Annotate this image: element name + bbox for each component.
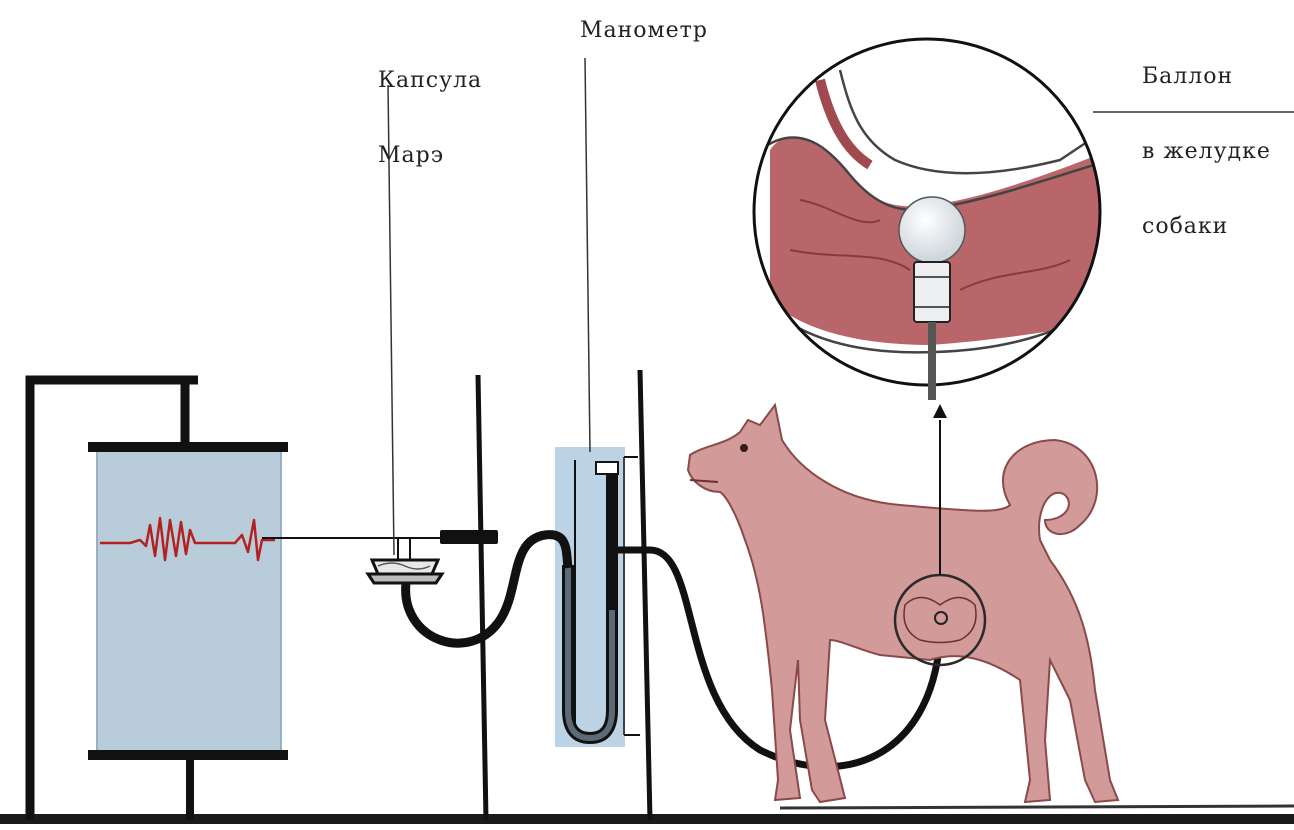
label-capsule-line1: Капсула: [378, 68, 482, 93]
label-balloon-line2: в желудке: [1142, 139, 1271, 164]
tube-capsule-to-manometer: [406, 535, 568, 643]
marey-capsule: [262, 530, 498, 583]
table-surface: [0, 806, 1294, 824]
label-capsule-marey: Капсула Марэ: [378, 18, 482, 193]
leader-manometer: [585, 58, 590, 452]
label-capsule-line2: Марэ: [378, 143, 482, 168]
label-balloon-line3: собаки: [1142, 214, 1271, 239]
label-balloon-line1: Баллон: [1142, 64, 1271, 89]
stand-1: [478, 375, 486, 820]
kymograph: [30, 380, 288, 820]
magnified-stomach-view: [754, 39, 1120, 400]
stand-2: [640, 370, 650, 820]
label-balloon: Баллон в желудке собаки: [1142, 14, 1271, 264]
manometer: [555, 447, 640, 747]
label-manometer: Манометр: [580, 18, 708, 43]
